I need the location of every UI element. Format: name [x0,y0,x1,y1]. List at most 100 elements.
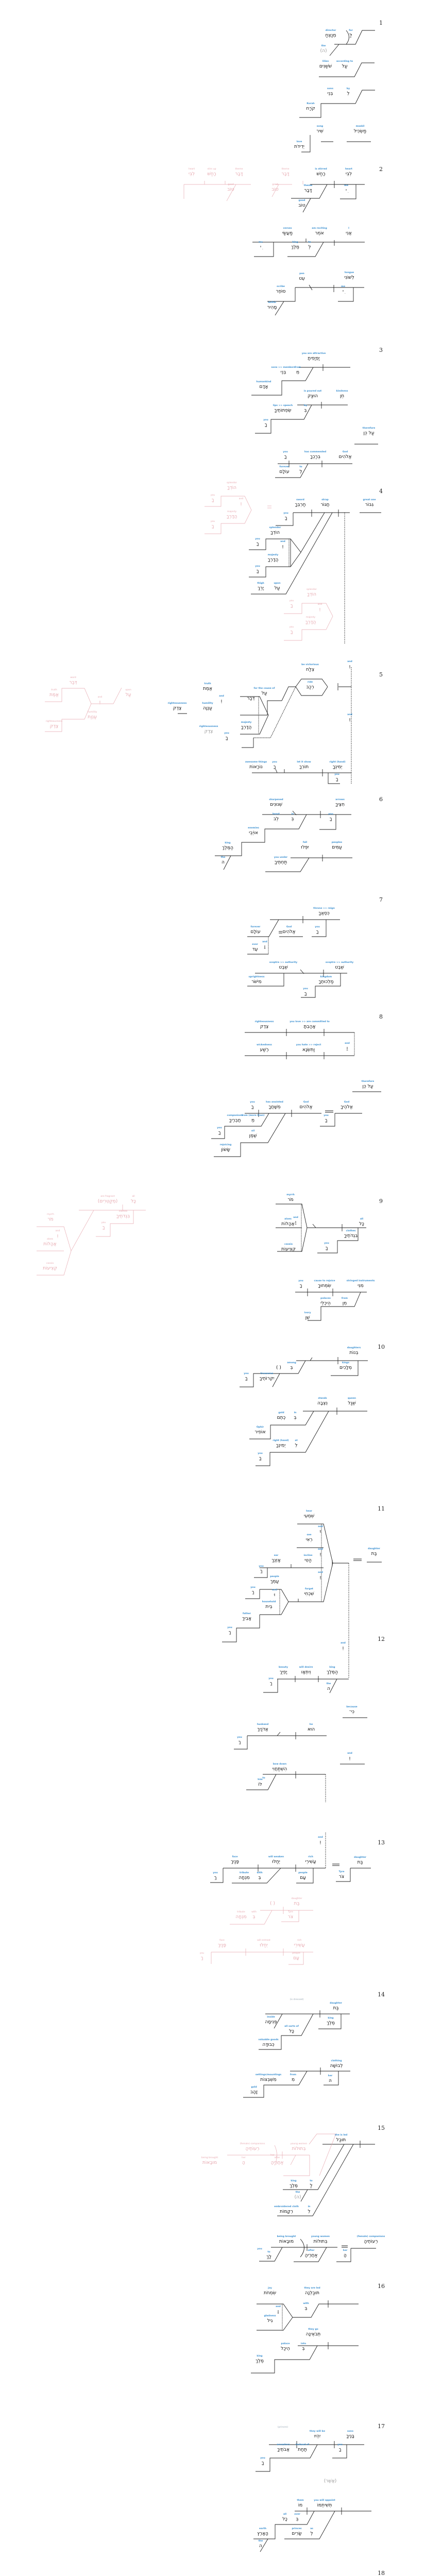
hebrew-word: אֱלֹהִים [282,929,296,935]
gloss-label: heart [188,168,195,171]
hebrew-word: יִקְּרוֹתֶיךָ [259,1376,275,1381]
hebrew-word: בִּגְדֹתֶיךָ [116,1214,130,1219]
gloss-label: in [291,813,294,816]
hebrew-word: אֲנִי [346,231,352,236]
gloss-label: has commended [304,451,327,453]
hebrew-word: בַּת [294,1901,300,1906]
hebrew-word: יְדִידֹת [294,144,304,149]
gloss-label: being brought [277,2235,296,2238]
hebrew-word: דָּבָר [304,188,312,193]
gloss-label: you [324,1114,329,1117]
gloss-label: rich [308,1856,313,1858]
gloss-label: will desire [299,1666,313,1669]
hebrew-word: לִ [295,1443,298,1448]
verse-number: 17 [378,2423,385,2430]
hebrew-word: יִפְּלוּ [301,845,309,850]
hebrew-word: לְ [308,245,311,250]
hebrew-word: רְאִי [305,1537,313,1543]
hebrew-word: צֶדֶק [260,1024,269,1029]
verse-number: 18 [378,2570,385,2576]
hebrew-word: צֹר [338,1874,345,1879]
hebrew-word: ה [259,2544,262,2549]
hebrew-word: כָּל [131,1199,136,1204]
gloss-label: over [294,2513,300,2516]
gloss-label: majesty [267,554,279,556]
hebrew-word: מְנַצֵּחַ [325,33,336,38]
hebrew-word: בְּתוּלוֹת [313,2239,328,2244]
gloss-label: skilful [268,301,276,304]
hebrew-word: עוֹלָם [250,929,261,935]
verse-number: 14 [378,1991,385,1998]
hebrew-word: עֲשִׁירֵי [305,1859,316,1865]
hebrew-word: בְּ [302,2346,305,2351]
gloss-label: into [300,2343,307,2345]
gloss-label: clothing [331,2060,342,2062]
gloss-label: being brought [201,2157,218,2159]
gloss-label: you [289,626,294,629]
hebrew-word: הָ [344,2253,347,2258]
hebrew-word: הֲדָרְךָ [241,725,252,730]
hebrew-word: וְ [349,717,351,722]
gloss-label: face [219,1939,225,1942]
hebrew-word: זָהָב [250,2090,258,2095]
gloss-label: humility [87,711,97,714]
gloss-label: and [276,2306,281,2308]
verse-number: 5 [379,671,383,678]
gloss-label: forget [304,1588,314,1590]
gloss-label: after [274,2157,280,2159]
gloss-label: you are attractive [301,352,326,355]
gloss-label: king [291,2180,297,2182]
hebrew-word: צֶדֶק [204,729,213,734]
hebrew-word: חִצֶּיךָ [335,802,345,807]
hebrew-word: מִישֹׁר [251,979,262,985]
hebrew-word: צֶדֶק [49,724,59,729]
gloss-label: be victorious [301,664,319,666]
hebrew-word: צֹר [287,1914,294,1920]
gloss-label: lilies [322,60,329,63]
hebrew-word: ךָ [211,524,214,529]
gloss-label: ear [274,1554,279,1557]
hebrew-word: הֵיכְלֵי [320,1301,331,1306]
hebrew-word: תּוּבַלְנָה [304,2291,320,2296]
gloss-label: him [258,1778,263,1781]
gloss-label: with [257,1872,263,1874]
gloss-label: aloes [284,1218,292,1221]
gloss-label: arrows [335,799,345,801]
hebrew-word: ךָ [211,498,214,503]
gloss-label: me [341,285,345,288]
gloss-label: God [286,926,292,928]
hebrew-word: יְחַלּוּ [260,1943,268,1948]
hebrew-word: ךָ [284,454,287,460]
gloss-label: they will be [309,2430,326,2433]
hebrew-word: וְ [220,699,223,704]
gloss-label: the [220,856,226,859]
gloss-label: pen [299,273,304,275]
hebrew-word: אֲדֹנַיִךְ [257,1727,268,1732]
gloss-label: her [270,2154,275,2157]
gloss-label: gold [251,2086,257,2089]
hebrew-word: ה [222,860,225,865]
gloss-label: to [310,2180,313,2182]
gloss-label: heart [273,813,280,816]
gloss-label: you [227,1626,232,1629]
gloss-label: from (more than) [241,1114,265,1117]
hebrew-word: לִבִּי [345,172,352,177]
hebrew-word: נוֹרָאוֹת [249,765,263,770]
hebrew-word: קְצִיעוֹת [43,1266,57,1271]
gloss-label: king [292,241,298,244]
hebrew-word: אָבִיךְ [242,1616,252,1621]
hebrew-word: עָם [300,1875,306,1880]
gloss-label: her [343,2249,348,2252]
hebrew-word: מֹר [287,1197,294,1202]
gloss-label: good [228,183,234,186]
hebrew-word: ךָ [284,516,287,521]
gloss-label: and [239,498,244,500]
gloss-label: lips >> speech [273,404,293,407]
gloss-label: ancestors [277,2444,290,2446]
hebrew-word: מִ [291,2077,295,2082]
hebrew-word: רֵעוֹתֶיהָ [245,2146,260,2151]
hebrew-word: ךָ [245,1376,248,1381]
gloss-label: at [295,1439,298,1442]
gloss-label: clothes [118,1210,128,1213]
gloss-label: to [308,241,311,244]
